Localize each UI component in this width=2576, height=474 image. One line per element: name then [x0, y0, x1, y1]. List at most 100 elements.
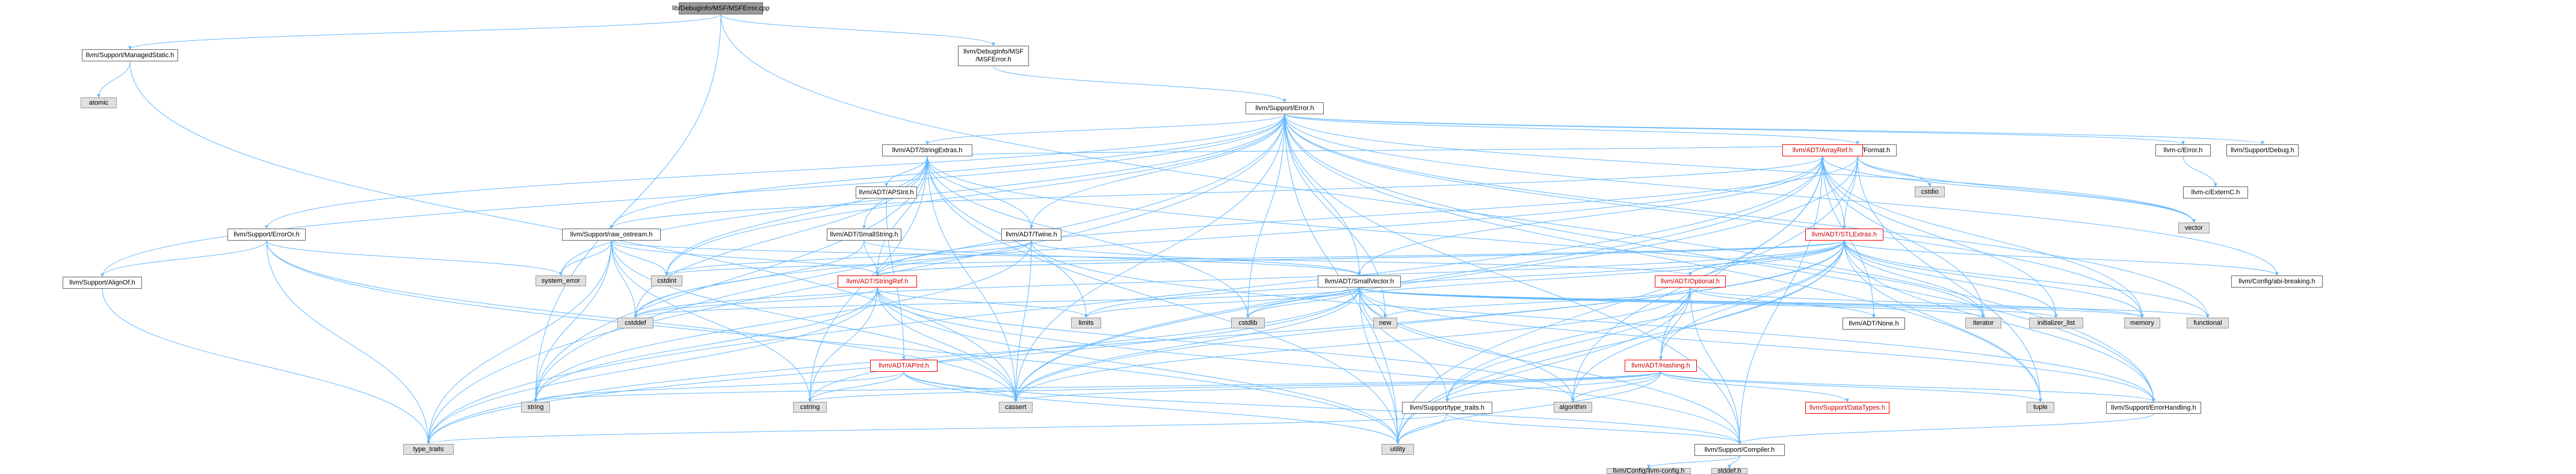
edge-supporterror-to-cerror [1284, 114, 2185, 145]
node-stringextras-h[interactable]: llvm/ADT/StringExtras.h [882, 144, 972, 156]
edge-alignof-to-typetraits [102, 288, 430, 445]
node-optional-h[interactable]: llvm/ADT/Optional.h [1655, 275, 1726, 288]
edge-stlextras-to-cstddef [634, 240, 1845, 318]
node-c-error-h[interactable]: llvm-c/Error.h [2155, 144, 2211, 156]
edge-stlextras-to-tuple [1844, 240, 2042, 402]
node-system-error[interactable]: system_error [536, 275, 586, 286]
edge-twine-to-string [534, 240, 1032, 402]
node-managedstatic-h[interactable]: llvm/Support/ManagedStatic.h [82, 49, 178, 61]
node-iterator[interactable]: iterator [1965, 318, 2001, 328]
node-initializer-list[interactable]: initializer_list [2029, 318, 2083, 328]
node-cassert[interactable]: cassert [999, 402, 1033, 413]
edge-stringextras-to-arrayref [927, 144, 1824, 157]
edge-hashing-to-typetraitsllvm [1445, 371, 1661, 402]
node-atomic[interactable]: atomic [81, 97, 117, 108]
edge-hashing-to-cassert [1014, 371, 1661, 402]
node-utility[interactable]: utility [1382, 444, 1414, 455]
edge-erroror-to-alignof [100, 240, 267, 277]
node-tuple[interactable]: tuple [2027, 402, 2054, 413]
node-abi-breaking-h[interactable]: llvm/Config/abi-breaking.h [2231, 275, 2323, 288]
edge-arrayref-to-iterator [1822, 156, 1985, 318]
edge-supporterror-to-functional [1284, 114, 2210, 318]
node-string[interactable]: string [521, 402, 550, 413]
edge-stlextras-to-memory [1844, 240, 2144, 318]
edge-smallvector-to-cassert [1014, 287, 1360, 402]
node-hashing-h[interactable]: llvm/ADT/Hashing.h [1625, 360, 1697, 372]
node-support-error-h[interactable]: llvm/Support/Error.h [1246, 102, 1324, 114]
edge-supporterror-to-tuple [1284, 114, 2042, 402]
edge-apint-to-string [534, 371, 904, 402]
edge-arrayref-to-typetraits [427, 156, 1823, 445]
node-algorithm[interactable]: algorithm [1554, 402, 1592, 413]
edge-rawostream-to-string [534, 240, 612, 402]
node-stringref-h[interactable]: llvm/ADT/StringRef.h [838, 275, 917, 288]
node-limits[interactable]: limits [1071, 318, 1101, 328]
node-stlextras-h[interactable]: llvm/ADT/STLExtras.h [1805, 229, 1883, 241]
edge-arrayref-to-compiler [1738, 156, 1823, 445]
node-functional[interactable]: functional [2187, 318, 2229, 328]
edge-optional-to-utility [1396, 287, 1691, 445]
node-erroror-h[interactable]: llvm/Support/ErrorOr.h [227, 229, 306, 241]
edge-stlextras-to-functional [1844, 240, 2210, 318]
edge-optional-to-compiler [1690, 287, 1741, 445]
node-root-msferror-cpp[interactable]: lib/DebugInfo/MSF/MSFError.cpp [672, 2, 770, 14]
node-cstdio[interactable]: cstdio [1915, 186, 1945, 197]
edge-compiler-to-stddef [1728, 455, 1740, 469]
node-msferror-h[interactable]: llvm/DebugInfo/MSF /MSFError.h [958, 46, 1029, 66]
edge-smallstring-to-stringref [863, 240, 879, 276]
node-datatypes-h[interactable]: llvm/Support/DataTypes.h [1805, 402, 1889, 414]
node-debug-h[interactable]: llvm/Support/Debug.h [2226, 144, 2299, 156]
edge-supporterror-to-erroror [265, 114, 1285, 229]
edge-stlextras-to-cassert [1014, 240, 1845, 402]
edge-supporterror-to-memory [1284, 114, 2144, 318]
node-none-h[interactable]: llvm/ADT/None.h [1842, 318, 1905, 330]
node-cstdlib[interactable]: cstdlib [1231, 318, 1265, 328]
edge-rawostream-to-optional [611, 240, 1692, 276]
edge-smallvector-to-new [1359, 287, 1387, 318]
edge-arrayref-to-memory [1822, 156, 2144, 318]
node-arrayref-h[interactable]: llvm/ADT/ArrayRef.h [1782, 144, 1863, 156]
node-twine-h[interactable]: llvm/ADT/Twine.h [1001, 229, 1061, 241]
node-compiler-h[interactable]: llvm/Support/Compiler.h [1694, 444, 1785, 456]
edge-stlextras-to-limits [1084, 240, 1845, 318]
edge-stlextras-to-typetraits [427, 240, 1845, 445]
edge-typetraitsllvm-to-typetraits [427, 413, 1448, 445]
edge-optional-to-cassert [1014, 287, 1691, 402]
node-errorhandling-h[interactable]: llvm/Support/ErrorHandling.h [2106, 402, 2201, 414]
node-apint-h[interactable]: llvm/ADT/APInt.h [870, 360, 937, 372]
edge-stringextras-to-string [534, 156, 928, 402]
edge-hashing-to-algorithm [1571, 371, 1661, 402]
node-memory[interactable]: memory [2124, 318, 2160, 328]
edge-erroror-to-utility [266, 240, 1400, 445]
node-vector[interactable]: vector [2178, 223, 2210, 233]
node-cstring[interactable]: cstring [793, 402, 827, 413]
edge-apint-to-cassert [903, 371, 1018, 402]
node-smallvector-h[interactable]: llvm/ADT/SmallVector.h [1318, 275, 1401, 288]
edge-hashing-to-cstring [808, 371, 1661, 402]
node-support-type-traits-h[interactable]: llvm/Support/type_traits.h [1402, 402, 1492, 414]
edge-supporterror-to-cstdint [665, 114, 1285, 276]
node-alignof-h[interactable]: llvm/Support/AlignOf.h [63, 277, 142, 289]
node-raw-ostream-h[interactable]: llvm/Support/raw_ostream.h [562, 229, 661, 241]
edge-arrayref-to-initlist [1822, 156, 2058, 318]
edge-typetraitsllvm-to-utility [1396, 413, 1448, 445]
edge-smallstring-to-smallvector [863, 240, 1361, 276]
edge-stringref-to-limits [877, 287, 1088, 318]
edge-supporterror-to-alignof [100, 114, 1285, 277]
node-new[interactable]: new [1373, 318, 1397, 328]
node-externc-h[interactable]: llvm-c/ExternC.h [2183, 186, 2248, 199]
node-cstddef[interactable]: cstddef [617, 318, 653, 328]
node-cstdint[interactable]: cstdint [651, 275, 682, 286]
node-stddef-h[interactable]: stddef.h [1711, 467, 1747, 474]
node-apsint-h[interactable]: llvm/ADT/APSInt.h [856, 186, 917, 199]
edge-compiler-to-llvmconfig [1647, 455, 1740, 469]
edge-smallvector-to-compiler [1359, 287, 1741, 445]
node-smallstring-h[interactable]: llvm/ADT/SmallString.h [827, 229, 901, 241]
edge-stlextras-to-iterator [1844, 240, 1985, 318]
edge-errorhandling-to-compiler [1738, 413, 2154, 445]
edge-stringref-to-algorithm [877, 287, 1575, 402]
node-llvm-config-h[interactable]: llvm/Config/llvm-config.h [1607, 467, 1691, 474]
edge-supporterror-to-stringextras [925, 114, 1285, 145]
edge-stringextras-to-twine [927, 156, 1033, 229]
node-type-traits[interactable]: type_traits [403, 444, 454, 455]
